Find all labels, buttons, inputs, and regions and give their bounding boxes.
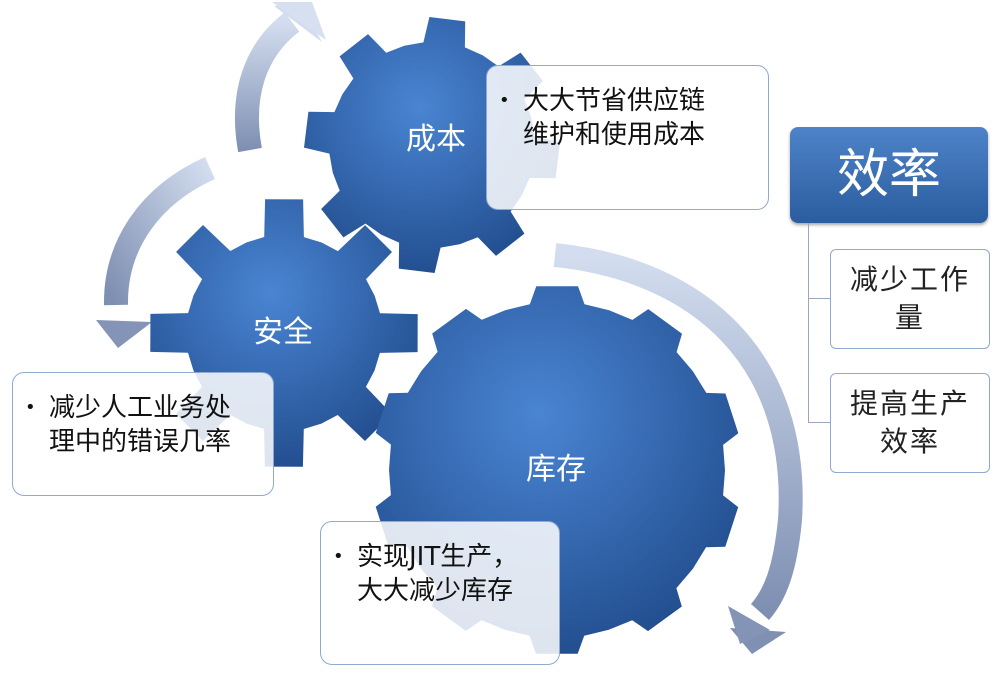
- efficiency-connector-2: [808, 422, 830, 423]
- gear-label-cost: 成本: [406, 122, 466, 157]
- bullet-icon: •: [499, 90, 510, 111]
- note-cost: • 大大节省供应链 维护和使用成本: [486, 65, 769, 210]
- efficiency-item-improve-productivity: 提高生产效率: [830, 373, 990, 473]
- cycle-arrow-right: [553, 243, 803, 654]
- bullet-icon: •: [25, 397, 36, 418]
- cycle-arrow-top: [235, 2, 326, 153]
- bullet-icon: •: [333, 546, 344, 567]
- efficiency-connector-vertical: [808, 223, 809, 423]
- gear-label-inventory: 库存: [526, 452, 586, 487]
- note-inventory-text: 实现JIT生产， 大大减少库存: [357, 542, 519, 606]
- note-safety: • 减少人工业务处 理中的错误几率: [12, 372, 274, 496]
- efficiency-item-reduce-workload: 减少工作量: [830, 249, 990, 349]
- note-cost-text: 大大节省供应链 维护和使用成本: [523, 86, 706, 150]
- efficiency-title: 效率: [790, 127, 988, 223]
- efficiency-connector-1: [808, 298, 830, 299]
- note-inventory: • 实现JIT生产， 大大减少库存: [320, 521, 560, 665]
- note-safety-text: 减少人工业务处 理中的错误几率: [49, 393, 232, 457]
- cycle-arrow-left: [96, 157, 216, 348]
- gear-label-safety: 安全: [253, 315, 313, 350]
